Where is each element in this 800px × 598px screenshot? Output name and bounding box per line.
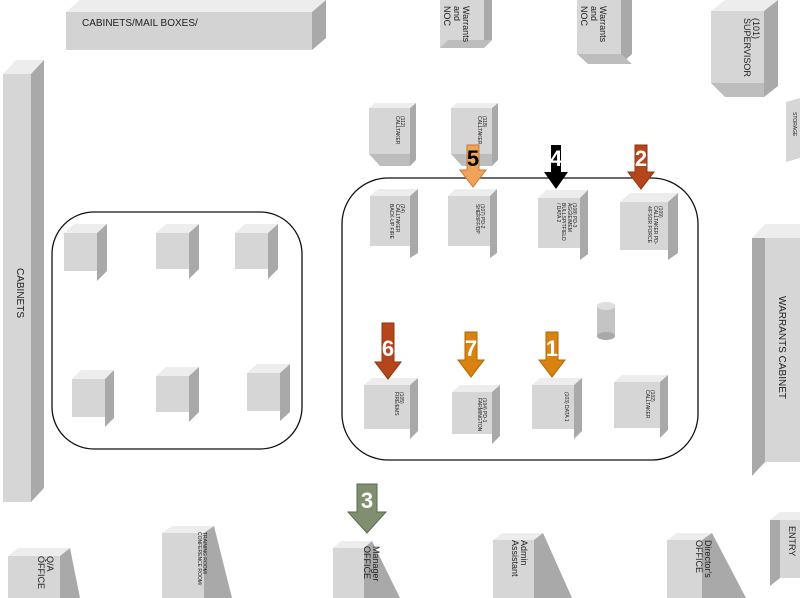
entry xyxy=(770,512,800,586)
storage-label: STORAGE xyxy=(791,112,797,137)
cabinets-mail-boxes xyxy=(66,0,326,50)
desk-data2-label: (108) PD-3 AGGIE/MEM BULLSPITFIELD / DAT… xyxy=(555,203,577,241)
desk-fireems xyxy=(364,378,418,439)
desk-118-label: (118) CALLTAKER xyxy=(475,116,487,145)
training-room xyxy=(162,526,232,598)
round-table xyxy=(597,302,615,340)
director-office xyxy=(667,533,746,598)
manager-office xyxy=(333,541,400,598)
qa-office-label: Q/A OFFICE xyxy=(35,556,55,589)
manager-office-label: Manager OFFICE xyxy=(361,546,381,582)
desk-112 xyxy=(369,103,416,166)
director-office-label: Director's OFFICE xyxy=(693,540,713,578)
marker-4-number: 4 xyxy=(549,146,563,171)
dispatch-room-outline xyxy=(341,177,699,461)
marker-2-number: 2 xyxy=(634,146,648,171)
marker-6-arrow xyxy=(373,322,403,380)
marker-3-number: 3 xyxy=(360,488,374,513)
marker-7-number: 7 xyxy=(464,336,478,361)
desk-farmington xyxy=(452,385,500,444)
desk-sheriff-label: (107) PD-2 SHERIFF/DP xyxy=(473,204,485,234)
desk-force xyxy=(620,193,678,260)
desk-calltaker102 xyxy=(614,375,668,438)
marker-2-arrow xyxy=(626,144,656,190)
noc-1-label: Warrants and NOC xyxy=(442,6,471,43)
noc-desk-2 xyxy=(577,0,632,64)
desk-force-label: (109) CALLTAKER PD-4/FSOR FORCE xyxy=(646,206,664,245)
marker-5-number: 5 xyxy=(466,146,480,171)
storage xyxy=(786,98,800,162)
cabinets-mail-label: CABINETS/MAIL BOXES/ xyxy=(82,18,198,29)
desk-farmington-label: (104) PD-1 FARMINGTON xyxy=(475,398,487,432)
desk-calltaker102-label: (102) CALLTAKER xyxy=(643,390,655,419)
left-room-desk xyxy=(235,224,278,279)
desk-backup-fire xyxy=(370,189,418,258)
noc-2-label: Warrants and NOC xyxy=(579,6,608,43)
left-room-outline xyxy=(51,211,303,450)
cabinets-left xyxy=(3,60,44,502)
qa-office xyxy=(8,548,80,598)
desk-112-label: (112) CALLTAKER xyxy=(393,116,405,145)
left-room-desk xyxy=(156,224,199,279)
admin-assistant-label: Admin Assistant xyxy=(509,540,529,577)
desk-backup-label: (24) CALLTAKER BACK-UP FIRE xyxy=(388,204,406,239)
left-room-desk xyxy=(64,224,107,281)
desk-data2 xyxy=(538,190,588,260)
marker-7-arrow xyxy=(456,331,486,378)
desk-fireems-label: (105) FIRE/EMS xyxy=(392,392,404,416)
marker-6-number: 6 xyxy=(381,336,395,361)
training-room-label: TRAINING ROOM/ CONFERENCE ROOM/ xyxy=(195,532,207,586)
marker-4-arrow xyxy=(544,145,568,189)
left-room-desk xyxy=(72,370,114,427)
entry-label: ENTRY xyxy=(787,526,797,557)
marker-3-arrow xyxy=(346,483,388,534)
supervisor-desk xyxy=(711,0,778,97)
left-room-desk xyxy=(156,367,199,422)
admin-office xyxy=(493,533,572,598)
desk-sheriff xyxy=(448,189,497,258)
warrants-cabinet xyxy=(752,224,800,476)
cabinets-label: CABINETS xyxy=(14,268,25,319)
desk-data1 xyxy=(532,378,582,439)
noc-desk-1 xyxy=(440,0,492,48)
desk-data1-label: (103) DATA 1 xyxy=(563,392,569,422)
marker-1-number: 1 xyxy=(545,336,559,361)
supervisor-label: (101) SUPERVISOR xyxy=(741,18,761,77)
warrants-cabinet-label: WARRANTS CABINET xyxy=(776,296,787,399)
left-room-desk xyxy=(247,364,290,421)
marker-1-arrow xyxy=(537,331,567,378)
marker-5-arrow xyxy=(458,144,488,188)
